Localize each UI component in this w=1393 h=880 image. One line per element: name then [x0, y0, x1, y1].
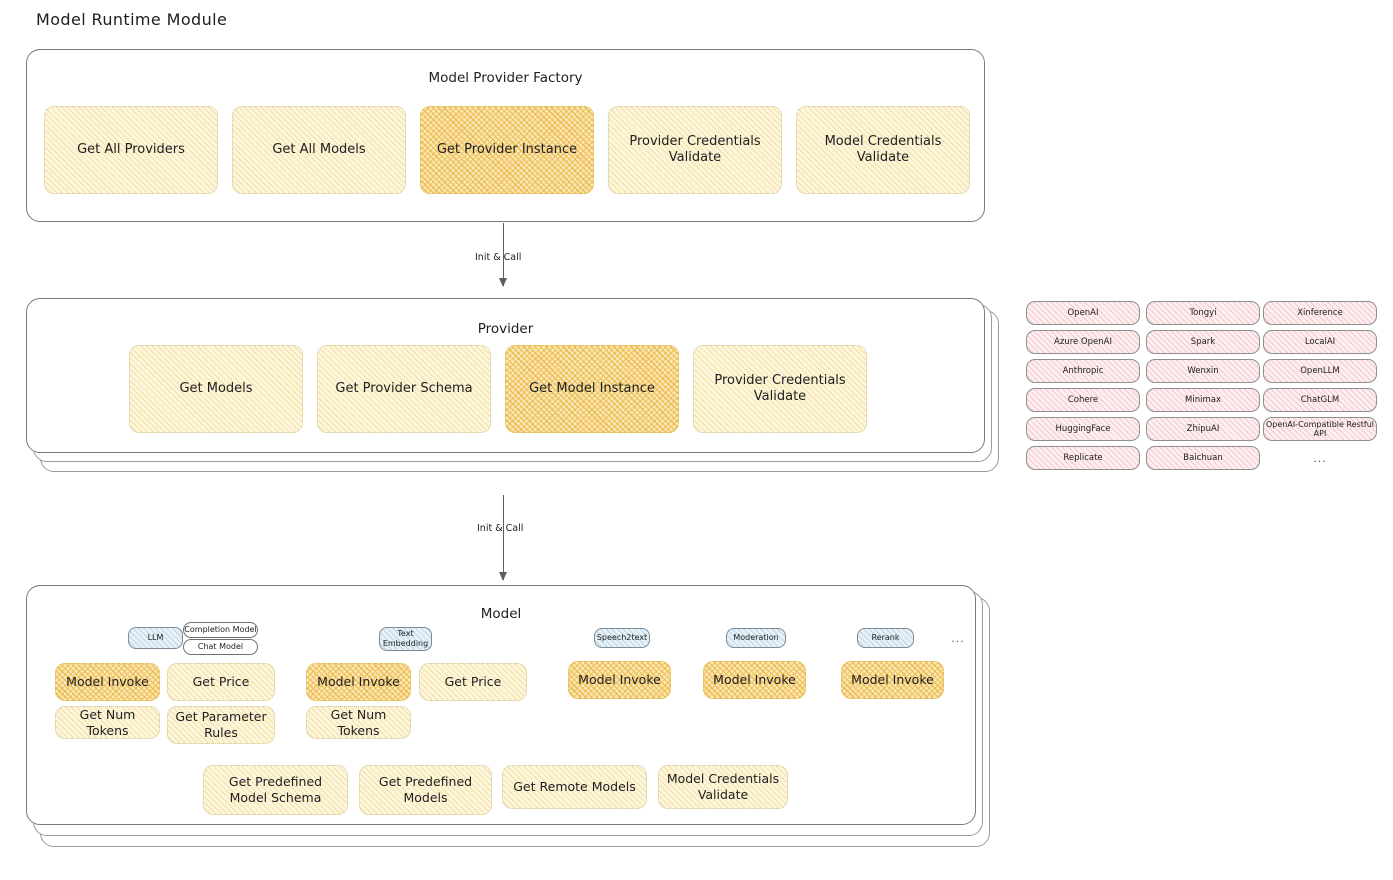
model-type-pill-llm[interactable]: LLM	[128, 627, 183, 649]
factory-node-get-all-providers[interactable]: Get All Providers	[44, 106, 218, 194]
provider-pill-baichuan[interactable]: Baichuan	[1146, 446, 1260, 470]
model-subtype-pill-chat-model[interactable]: Chat Model	[183, 639, 258, 655]
arrow-shaft	[503, 223, 505, 286]
speech2text-op-model-invoke[interactable]: Model Invoke	[568, 661, 671, 699]
arrow-shaft	[503, 495, 505, 580]
factory-node-provider-credentials-validate[interactable]: Provider Credentials Validate	[608, 106, 782, 194]
provider-pill-wenxin[interactable]: Wenxin	[1146, 359, 1260, 383]
arrow-head	[498, 278, 507, 287]
provider-pill-tongyi[interactable]: Tongyi	[1146, 301, 1260, 325]
provider-pill-anthropic[interactable]: Anthropic	[1026, 359, 1140, 383]
model-common-op-get-predefined-models[interactable]: Get Predefined Models	[359, 765, 492, 815]
model-subtype-pill-completion-model[interactable]: Completion Model	[183, 622, 258, 638]
text-embedding-op-model-invoke[interactable]: Model Invoke	[306, 663, 411, 701]
model-title: Model	[480, 606, 522, 622]
provider-title: Provider	[477, 321, 534, 337]
provider-pill-azure-openai[interactable]: Azure OpenAI	[1026, 330, 1140, 354]
llm-op-get-price[interactable]: Get Price	[167, 663, 275, 701]
model-type-pill-text-embedding[interactable]: Text Embedding	[379, 627, 432, 651]
provider-pill-huggingface[interactable]: HuggingFace	[1026, 417, 1140, 441]
arrow-head	[498, 572, 507, 581]
model-type-pill-moderation[interactable]: Moderation	[726, 628, 786, 648]
provider-pill-localai[interactable]: LocalAI	[1263, 330, 1377, 354]
factory-node-get-provider-instance[interactable]: Get Provider Instance	[420, 106, 594, 194]
model-common-op-get-predefined-model-schema[interactable]: Get Predefined Model Schema	[203, 765, 348, 815]
provider-pill-openllm[interactable]: OpenLLM	[1263, 359, 1377, 383]
provider-pill-zhipuai[interactable]: ZhipuAI	[1146, 417, 1260, 441]
provider-pill-spark[interactable]: Spark	[1146, 330, 1260, 354]
model-common-op-get-remote-models[interactable]: Get Remote Models	[502, 765, 647, 809]
provider-pill-minimax[interactable]: Minimax	[1146, 388, 1260, 412]
provider-pill-openai-compatible-restful-api[interactable]: OpenAI-Compatible Restful API	[1263, 417, 1377, 441]
provider-node-get-model-instance[interactable]: Get Model Instance	[505, 345, 679, 433]
provider-pill-xinference[interactable]: Xinference	[1263, 301, 1377, 325]
llm-op-get-num-tokens[interactable]: Get Num Tokens	[55, 706, 160, 739]
model-provider-factory-title: Model Provider Factory	[428, 70, 583, 86]
arrow-provider-to-model-label: Init & Call	[477, 523, 524, 534]
provider-pill-chatglm[interactable]: ChatGLM	[1263, 388, 1377, 412]
provider-pill-replicate[interactable]: Replicate	[1026, 446, 1140, 470]
provider-pill-openai[interactable]: OpenAI	[1026, 301, 1140, 325]
arrow-factory-to-provider-label: Init & Call	[475, 252, 522, 263]
model-common-op-model-credentials-validate[interactable]: Model Credentials Validate	[658, 765, 788, 809]
provider-list-more: ...	[1313, 452, 1327, 465]
model-type-pill-rerank[interactable]: Rerank	[857, 628, 914, 648]
llm-op-model-invoke[interactable]: Model Invoke	[55, 663, 160, 701]
provider-node-provider-credentials-validate[interactable]: Provider Credentials Validate	[693, 345, 867, 433]
factory-node-model-credentials-validate[interactable]: Model Credentials Validate	[796, 106, 970, 194]
model-group: Model	[26, 585, 976, 825]
provider-node-get-provider-schema[interactable]: Get Provider Schema	[317, 345, 491, 433]
moderation-op-model-invoke[interactable]: Model Invoke	[703, 661, 806, 699]
model-type-pill-speech2text[interactable]: Speech2text	[594, 628, 650, 648]
factory-node-get-all-models[interactable]: Get All Models	[232, 106, 406, 194]
page-title: Model Runtime Module	[36, 10, 228, 29]
llm-op-get-parameter-rules[interactable]: Get Parameter Rules	[167, 706, 275, 744]
model-types-more: ...	[951, 632, 965, 645]
text-embedding-op-get-price[interactable]: Get Price	[419, 663, 527, 701]
provider-node-get-models[interactable]: Get Models	[129, 345, 303, 433]
rerank-op-model-invoke[interactable]: Model Invoke	[841, 661, 944, 699]
text-embedding-op-get-num-tokens[interactable]: Get Num Tokens	[306, 706, 411, 739]
provider-pill-cohere[interactable]: Cohere	[1026, 388, 1140, 412]
